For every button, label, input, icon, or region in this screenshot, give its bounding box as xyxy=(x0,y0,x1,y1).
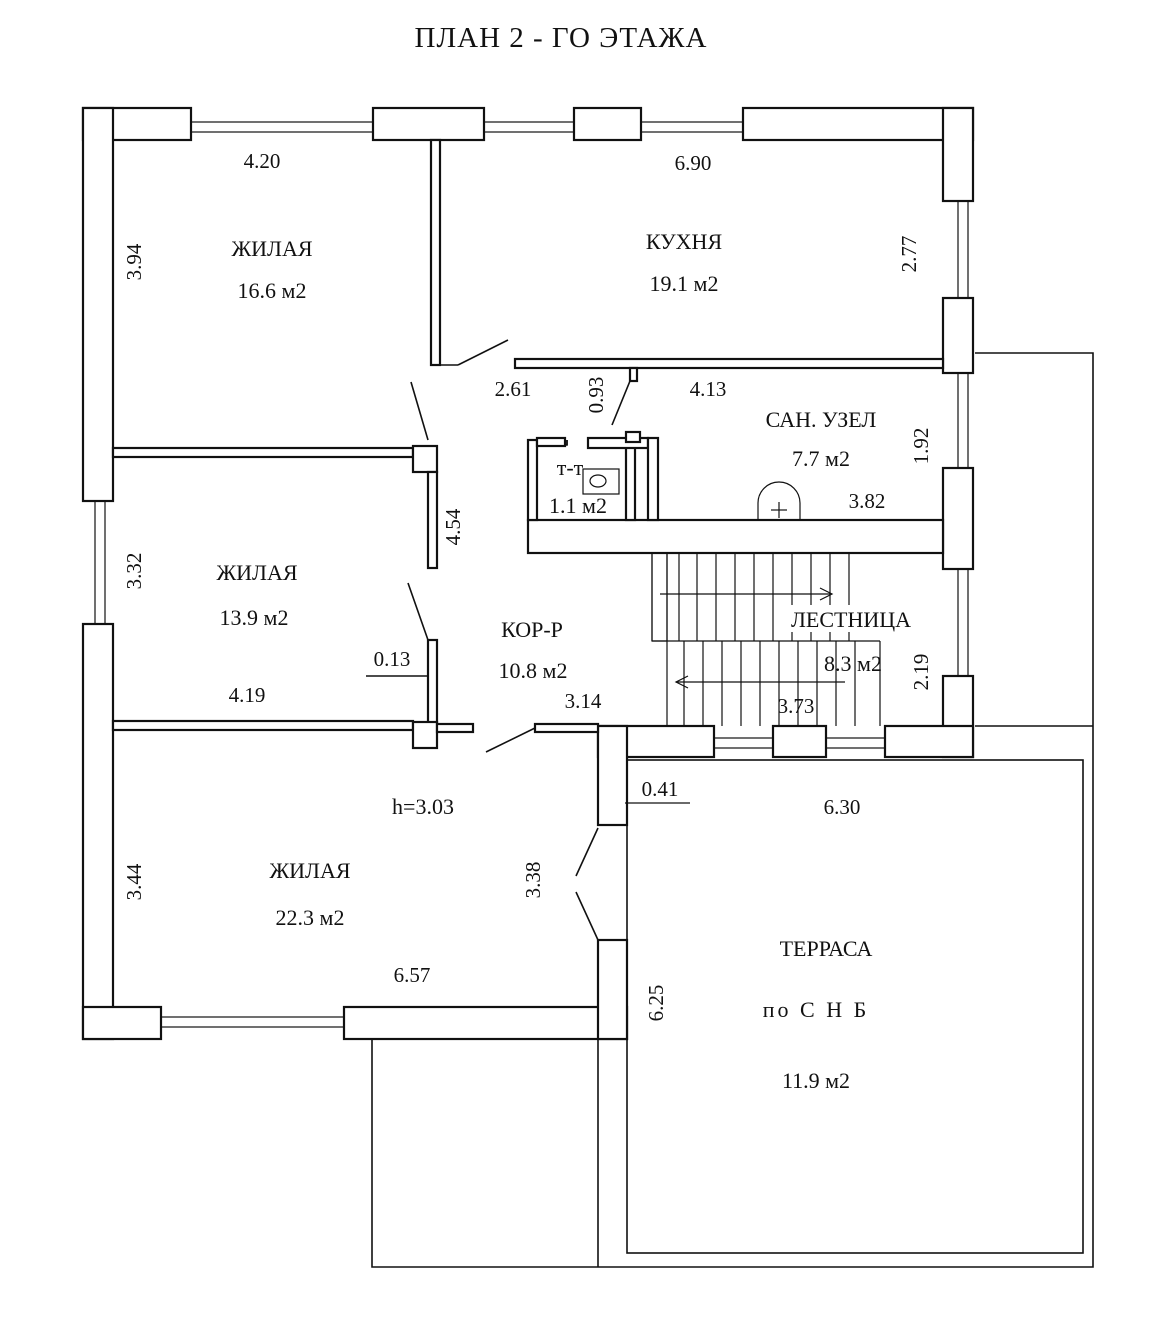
dim-living-1-depth: 3.94 xyxy=(122,243,146,280)
dim-bathroom-width-bottom: 3.82 xyxy=(849,489,886,513)
dim-kitchen-depth: 2.77 xyxy=(897,236,921,273)
room-living-1-area: 16.6 м2 xyxy=(238,278,307,303)
stair-steps-lower xyxy=(683,641,856,726)
room-kitchen-name: КУХНЯ xyxy=(646,229,723,254)
plan-title: ПЛАН 2 - ГО ЭТАЖА xyxy=(415,22,708,54)
room-living-1-name: ЖИЛАЯ xyxy=(231,236,312,261)
dim-living-2-width: 4.19 xyxy=(229,683,266,707)
dim-stairs-width: 3.73 xyxy=(778,694,815,718)
stair-arrow-up-icon xyxy=(819,587,834,601)
dim-kitchen-width: 6.90 xyxy=(675,151,712,175)
room-kitchen-area: 19.1 м2 xyxy=(650,271,719,296)
dim-terrace-depth: 6.25 xyxy=(644,985,668,1022)
room-labels: ЖИЛАЯ 16.6 м2 КУХНЯ 19.1 м2 САН. УЗЕЛ 7.… xyxy=(216,229,911,1093)
room-toilet-area: 1.1 м2 xyxy=(549,493,607,518)
room-living-2-name: ЖИЛАЯ xyxy=(216,560,297,585)
room-bathroom-area: 7.7 м2 xyxy=(792,446,850,471)
dim-living-2-depth: 3.32 xyxy=(122,553,146,590)
dim-living-3-depth-right: 3.38 xyxy=(521,862,545,899)
dim-bathroom-depth: 1.92 xyxy=(909,428,933,465)
terrace-outline xyxy=(371,352,1094,1268)
dim-living-1-width: 4.20 xyxy=(244,149,281,173)
dim-terrace-width: 6.30 xyxy=(824,795,861,819)
room-terrace-area: 11.9 м2 xyxy=(782,1068,850,1093)
room-living-2-area: 13.9 м2 xyxy=(220,605,289,630)
dim-living-3-depth-left: 3.44 xyxy=(122,863,146,900)
dim-passage: 0.93 xyxy=(584,377,608,414)
room-terrace-name: ТЕРРАСА xyxy=(780,936,873,961)
dim-bathroom-width-top: 4.13 xyxy=(690,377,727,401)
room-stairs-name: ЛЕСТНИЦА xyxy=(791,607,911,632)
interior-walls xyxy=(111,138,945,750)
stair-steps-upper xyxy=(678,553,850,641)
dimension-labels: 4.20 6.90 3.94 2.77 2.61 0.93 4.13 1.92 … xyxy=(122,149,933,1021)
windows xyxy=(94,121,969,1028)
dim-corridor-width: 3.14 xyxy=(565,689,602,713)
room-corridor-area: 10.8 м2 xyxy=(499,658,568,683)
dim-wall-offset: 0.41 xyxy=(642,777,679,801)
room-corridor-name: КОР-Р xyxy=(501,617,563,642)
dim-partition: 0.13 xyxy=(374,647,411,671)
room-living-3-name: ЖИЛАЯ xyxy=(269,858,350,883)
room-toilet-name: т-т xyxy=(557,455,584,480)
dim-corridor-length: 4.54 xyxy=(441,508,465,545)
staircase xyxy=(651,552,923,726)
room-stairs-area: 8.3 м2 xyxy=(824,651,882,676)
stair-label-background xyxy=(778,605,923,632)
dim-stairs-depth: 2.19 xyxy=(909,654,933,691)
dim-living-3-width: 6.57 xyxy=(394,963,431,987)
room-terrace-note: по С Н Б xyxy=(763,997,869,1022)
ceiling-height-label: h=3.03 xyxy=(392,794,454,819)
stair-arrow-down-icon xyxy=(674,675,689,689)
room-bathroom-name: САН. УЗЕЛ xyxy=(766,407,877,432)
room-living-3-area: 22.3 м2 xyxy=(276,905,345,930)
doors xyxy=(407,339,631,941)
dim-corridor-top: 2.61 xyxy=(495,377,532,401)
